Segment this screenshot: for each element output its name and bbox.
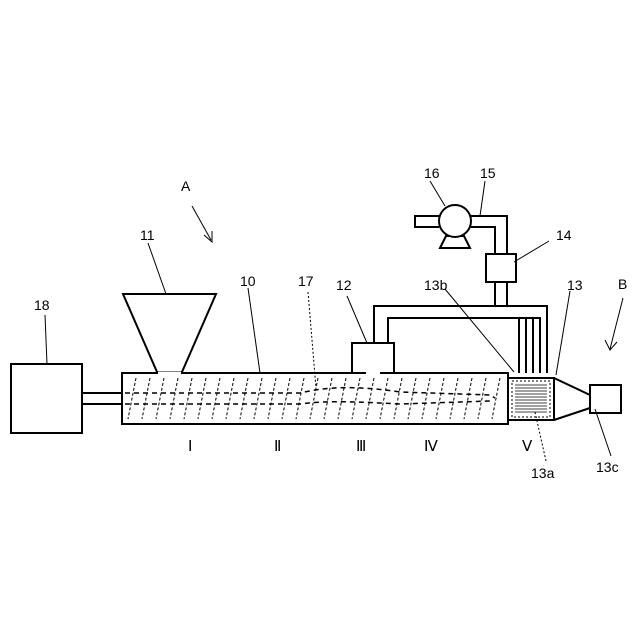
- label-16: 16: [424, 165, 440, 181]
- label-12: 12: [336, 277, 352, 293]
- screw-flight: [142, 378, 150, 419]
- label-15: 15: [480, 165, 496, 181]
- screw-flight: [226, 378, 234, 419]
- label-A: A: [181, 178, 191, 194]
- screw-flight: [212, 378, 220, 419]
- vent-pipe: [374, 306, 547, 373]
- screw-flight: [394, 378, 402, 419]
- screw-flight: [352, 378, 360, 419]
- arrow-B: [610, 298, 623, 349]
- screw-flight: [366, 378, 374, 419]
- label-B: B: [618, 276, 627, 292]
- leader-13b: [445, 289, 514, 372]
- leader-12: [347, 296, 367, 343]
- pump-inlet: [415, 216, 439, 227]
- leader-18: [45, 315, 47, 364]
- screen-pack-13a: [515, 385, 547, 412]
- leader-14: [514, 241, 549, 262]
- leader-13c: [595, 409, 611, 456]
- zone-III: Ⅲ: [356, 439, 366, 455]
- screw-flight: [422, 378, 430, 419]
- screw-flight: [128, 378, 136, 419]
- screw-flight: [170, 378, 178, 419]
- hopper-11: [123, 294, 216, 372]
- label-18: 18: [34, 297, 50, 313]
- pump-16: [439, 205, 471, 237]
- screw-flight: [450, 378, 458, 419]
- screw-flight: [324, 378, 332, 419]
- zone-I: Ⅰ: [188, 439, 192, 455]
- screw-flight: [464, 378, 472, 419]
- leader-11: [148, 243, 166, 294]
- screw-flights: [128, 378, 500, 419]
- label-17: 17: [298, 273, 314, 289]
- label-13c: 13c: [596, 459, 619, 475]
- label-13: 13: [567, 277, 583, 293]
- screw-flight: [240, 378, 248, 419]
- screw-flight: [492, 378, 500, 419]
- screw-flight: [282, 378, 290, 419]
- leader-16: [430, 181, 445, 206]
- screw-flight: [338, 378, 346, 419]
- screw-flight: [198, 378, 206, 419]
- leader-15: [480, 181, 485, 216]
- screw-flight: [296, 378, 304, 419]
- label-13b: 13b: [424, 277, 448, 293]
- screw-flight: [478, 378, 486, 419]
- screw-shaft-17: [125, 388, 495, 398]
- vent-port-12: [352, 343, 394, 373]
- leader-10: [248, 288, 260, 373]
- screw-shaft-lower: [125, 401, 490, 404]
- arrow-A-head: [204, 231, 212, 242]
- nozzle-13c: [590, 385, 621, 413]
- die-cone: [554, 378, 590, 420]
- screw-flight: [436, 378, 444, 419]
- leader-13: [556, 291, 570, 375]
- screw-flight: [408, 378, 416, 419]
- zone-V: Ⅴ: [522, 439, 533, 455]
- screw-flight: [380, 378, 388, 419]
- screw-flight: [156, 378, 164, 419]
- die-13: [508, 378, 554, 420]
- zone-IV: Ⅳ: [424, 439, 438, 455]
- screw-flight: [184, 378, 192, 419]
- label-10: 10: [240, 273, 256, 289]
- screw-flight: [254, 378, 262, 419]
- arrow-A: [192, 206, 211, 240]
- motor-box-18: [11, 364, 82, 433]
- label-14: 14: [556, 227, 572, 243]
- screw-flight: [268, 378, 276, 419]
- label-13a: 13a: [531, 465, 555, 481]
- screw-flight: [310, 378, 318, 419]
- filter-14: [486, 254, 516, 282]
- label-11: 11: [140, 227, 155, 243]
- zone-II: Ⅱ: [274, 439, 281, 455]
